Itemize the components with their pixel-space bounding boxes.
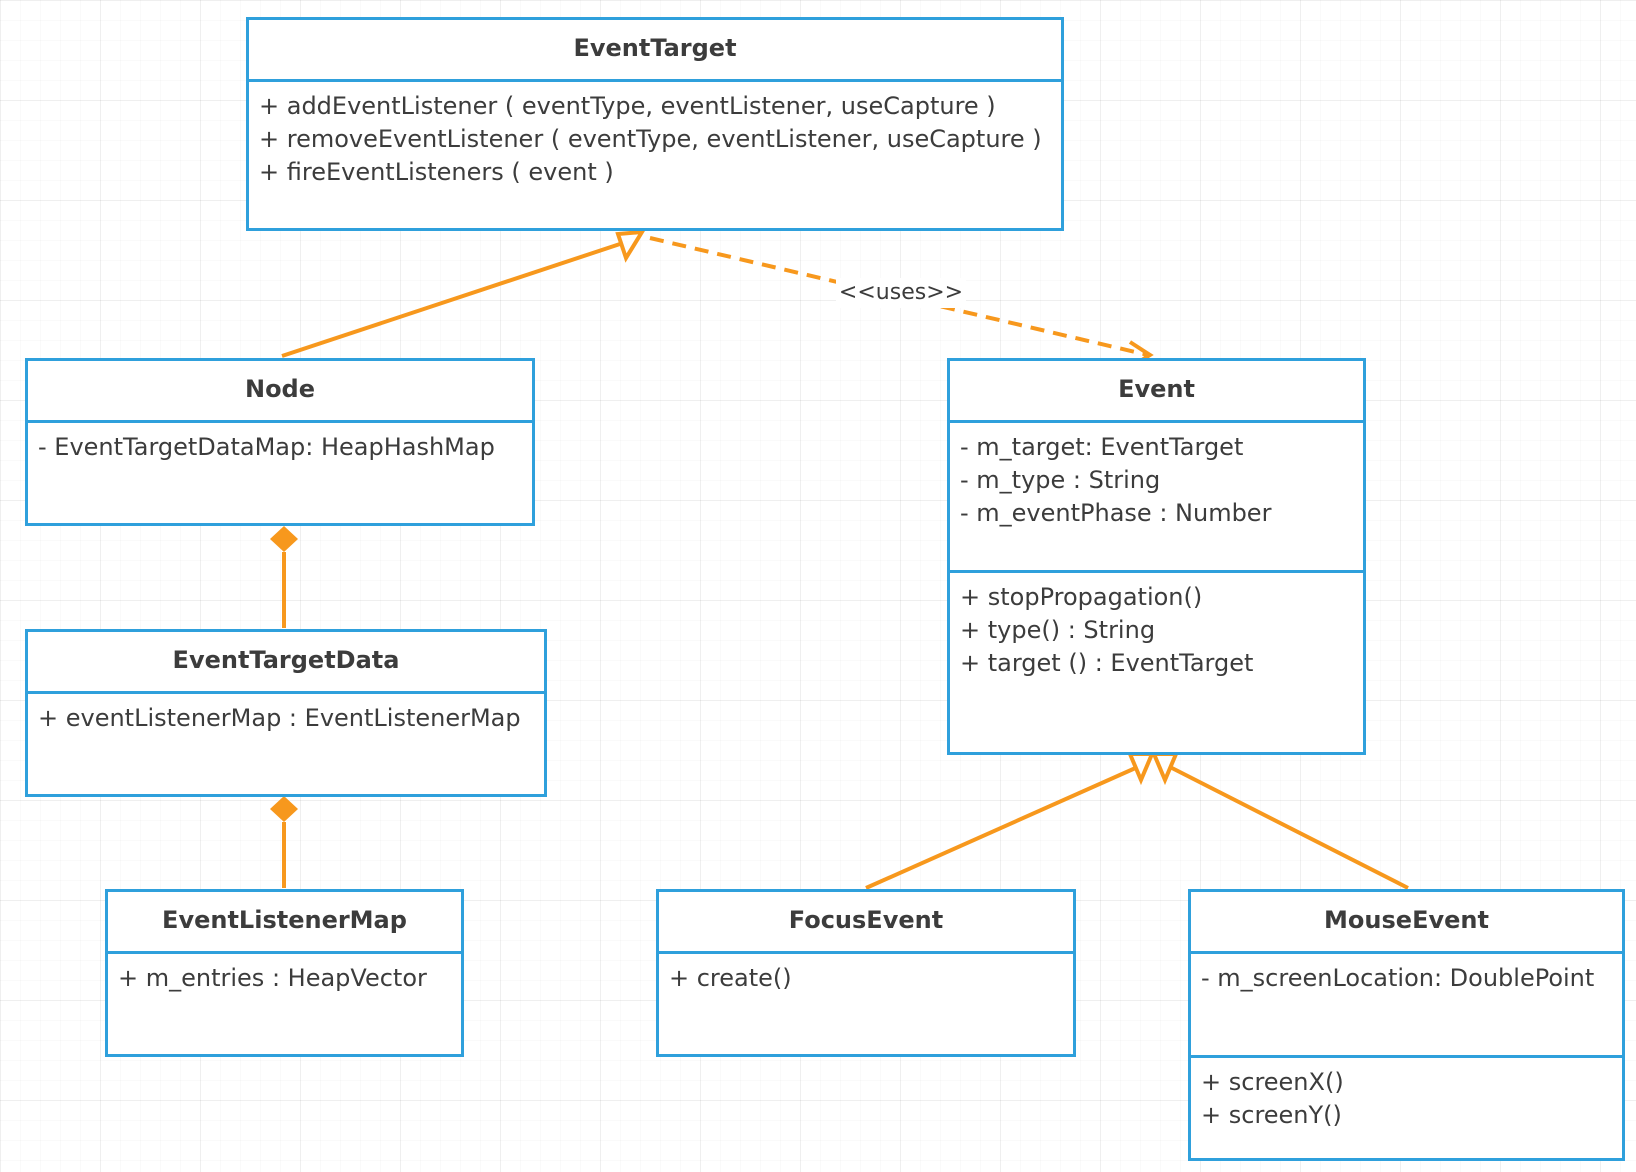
inheritance-arrowhead-icon [615, 229, 646, 263]
operations-section: + stopPropagation() + type() : String + … [950, 573, 1363, 686]
attributes-section: - m_screenLocation: DoublePoint [1191, 954, 1622, 1058]
class-event-listener-map[interactable]: EventListenerMap + m_entries : HeapVecto… [105, 889, 464, 1057]
attribute: + eventListenerMap : EventListenerMap [38, 704, 521, 732]
class-event[interactable]: Event - m_target: EventTarget - m_type :… [947, 358, 1366, 755]
operation: + stopPropagation() [960, 583, 1203, 611]
inheritance-arrowhead-icon [1150, 752, 1180, 786]
operation: + screenY() [1201, 1101, 1342, 1129]
attribute: - m_target: EventTarget [960, 433, 1244, 461]
attribute: - m_eventPhase : Number [960, 499, 1272, 527]
operation: + type() : String [960, 616, 1156, 644]
operations-section: + create() [659, 954, 1073, 1001]
operation: + screenX() [1201, 1068, 1344, 1096]
attributes-section: + eventListenerMap : EventListenerMap [28, 694, 544, 741]
class-mouse-event[interactable]: MouseEvent - m_screenLocation: DoublePoi… [1188, 889, 1625, 1161]
class-event-target-data[interactable]: EventTargetData + eventListenerMap : Eve… [25, 629, 547, 797]
attribute: - m_type : String [960, 466, 1161, 494]
inheritance-arrowhead-icon [1126, 752, 1156, 786]
composition-diamond-icon [270, 796, 298, 822]
uses-stereotype-label: <<uses>> [836, 278, 966, 308]
attribute: - EventTargetDataMap: HeapHashMap [38, 433, 495, 461]
operations-section: + addEventListener ( eventType, eventLis… [249, 82, 1061, 195]
class-name: Node [28, 361, 532, 423]
class-name: FocusEvent [659, 892, 1073, 954]
operation: + fireEventListeners ( event ) [259, 158, 614, 186]
attributes-section: - EventTargetDataMap: HeapHashMap [28, 423, 532, 470]
class-focus-event[interactable]: FocusEvent + create() [656, 889, 1076, 1057]
attributes-section: + m_entries : HeapVector [108, 954, 461, 1001]
class-name: EventTarget [249, 20, 1061, 82]
generalization-focusevent-to-event [865, 764, 1141, 890]
operation: + target () : EventTarget [960, 649, 1254, 677]
composition-diamond-icon [270, 526, 298, 552]
generalization-mouseevent-to-event [1167, 764, 1409, 890]
class-event-target[interactable]: EventTarget + addEventListener ( eventTy… [246, 17, 1064, 231]
class-name: Event [950, 361, 1363, 423]
operation: + addEventListener ( eventType, eventLis… [259, 92, 996, 120]
attribute: - m_screenLocation: DoublePoint [1201, 964, 1595, 992]
class-name: MouseEvent [1191, 892, 1622, 954]
operation: + removeEventListener ( eventType, event… [259, 125, 1042, 153]
class-name: EventTargetData [28, 632, 544, 694]
class-name: EventListenerMap [108, 892, 461, 954]
operations-section: + screenX() + screenY() [1191, 1058, 1622, 1138]
attributes-section: - m_target: EventTarget - m_type : Strin… [950, 423, 1363, 573]
attribute: + m_entries : HeapVector [118, 964, 427, 992]
class-node[interactable]: Node - EventTargetDataMap: HeapHashMap [25, 358, 535, 526]
operation: + create() [669, 964, 792, 992]
generalization-node-to-eventtarget [281, 240, 627, 358]
